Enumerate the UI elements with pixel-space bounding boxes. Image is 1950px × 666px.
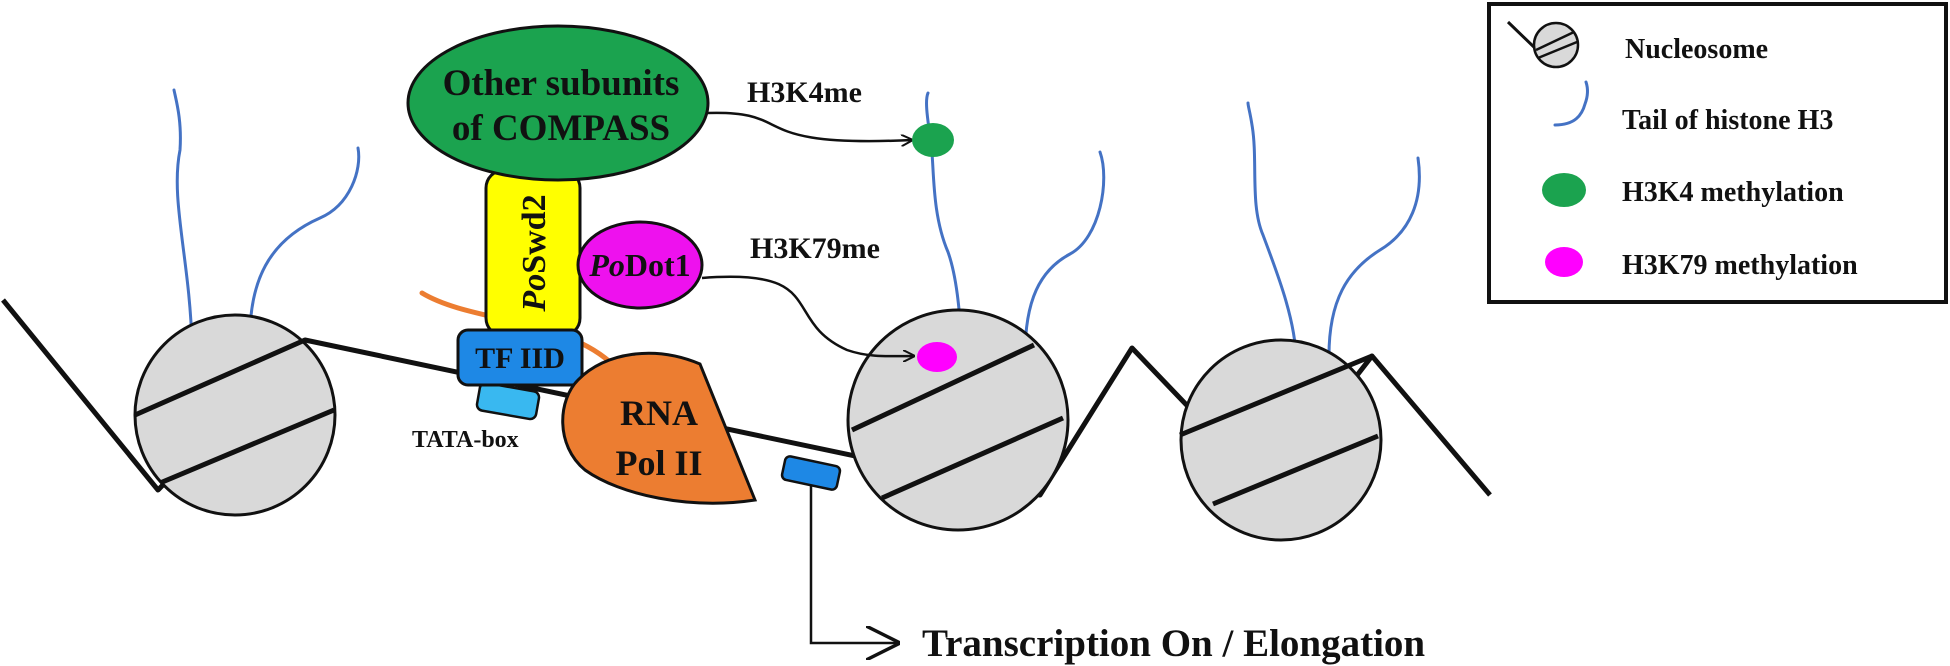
downstream-element	[780, 455, 842, 491]
h3k79me-label: H3K79me	[750, 232, 880, 265]
dna-wrap	[1179, 353, 1373, 438]
dna-wrap	[850, 342, 1036, 433]
rnapol-label-line2: Pol II	[615, 443, 702, 483]
tata-box: TATA-box	[412, 381, 541, 453]
tail-nuc2-left	[925, 91, 965, 358]
h3k79me-arrow	[701, 275, 914, 356]
nucleosome-3	[1179, 338, 1383, 542]
dna-wrap	[133, 337, 307, 418]
legend-h3k4-label: H3K4 methylation	[1622, 177, 1844, 208]
poswd2-label: PoSwd2	[516, 194, 553, 312]
legend-h3k79-icon	[1545, 247, 1583, 277]
legend-nucleosome-label: Nucleosome	[1625, 34, 1768, 65]
histone-tails	[172, 88, 1421, 362]
transcription-arrow	[809, 485, 898, 643]
tail-nuc1-right	[248, 146, 361, 348]
dna-wrap	[1212, 433, 1379, 507]
dna-wrap	[159, 407, 335, 486]
rnapol-shape	[561, 351, 758, 505]
compass-label-line1: Other subunits	[443, 63, 680, 104]
poswd2-subunit: PoSwd2	[484, 168, 582, 338]
histone-octamer	[133, 313, 337, 517]
nucleosome-2	[846, 308, 1070, 532]
tail-nuc3-right	[1327, 156, 1421, 362]
legend-tail-label: Tail of histone H3	[1622, 105, 1833, 136]
compass-ellipse	[406, 24, 710, 182]
transcription-label: Transcription On / Elongation	[922, 622, 1425, 665]
podot1-ellipse	[576, 220, 704, 310]
podot1-enzyme: PoDot1	[576, 220, 704, 310]
legend-h3k4-icon	[1542, 173, 1586, 207]
compass-label-line2: of COMPASS	[452, 108, 670, 149]
rna-polymerase-ii: RNA Pol II	[561, 351, 758, 505]
tata-box-label: TATA-box	[412, 427, 519, 453]
tail-nuc3-left	[1246, 101, 1298, 362]
tfiid-factor: TF IID	[456, 328, 584, 387]
tail-nuc2-right	[1023, 150, 1106, 358]
tail-nuc1-left	[172, 88, 194, 348]
legend-tail-icon	[1553, 80, 1589, 127]
histone-octamer	[1179, 338, 1383, 542]
h3k4me-reaction: H3K4me	[706, 76, 912, 141]
dna-wrap	[880, 415, 1065, 501]
nucleosome-1	[133, 313, 337, 517]
h3k79-methylation-mark	[917, 342, 957, 372]
tata-box-element	[475, 381, 541, 421]
h3k79me-reaction: H3K79me	[701, 232, 914, 356]
transcription-start: Transcription On / Elongation	[780, 455, 1425, 665]
tfiid-label: TF IID	[475, 342, 565, 375]
podot1-label: PoDot1	[588, 247, 690, 283]
h3k4me-arrow	[706, 111, 912, 141]
compass-complex: Other subunits of COMPASS	[406, 24, 710, 182]
histone-octamer	[846, 308, 1070, 532]
h3k4me-label: H3K4me	[747, 76, 862, 109]
legend-h3k79-label: H3K79 methylation	[1622, 250, 1858, 281]
legend: Nucleosome Tail of histone H3 H3K4 methy…	[1487, 2, 1948, 304]
h3k4-methylation-mark	[912, 123, 954, 157]
rnapol-label-line1: RNA	[620, 393, 698, 433]
tfiid-box	[456, 328, 584, 387]
legend-nucleosome-icon	[1506, 20, 1580, 69]
